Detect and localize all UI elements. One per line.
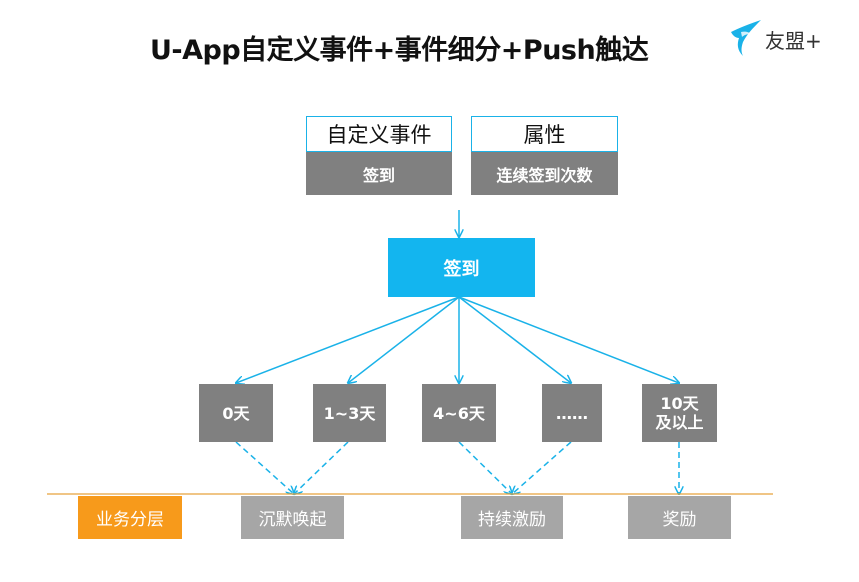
segment-box-2: 4~6天 bbox=[422, 384, 496, 442]
center-node: 签到 bbox=[388, 238, 535, 297]
umeng-swallow-icon bbox=[731, 20, 761, 56]
segment-label: 1~3天 bbox=[323, 403, 376, 423]
segment-label: 4~6天 bbox=[433, 403, 485, 423]
attribute-label-box: 属性 bbox=[471, 116, 618, 152]
layer-label: 业务分层 bbox=[78, 496, 182, 539]
logo-text: 友盟+ bbox=[765, 29, 822, 53]
arrow-to-segment-1 bbox=[348, 296, 460, 383]
arrow-to-segment-4 bbox=[458, 296, 679, 383]
attribute-value-box: 连续签到次数 bbox=[471, 152, 618, 195]
layer-box-0: 沉默唤起 bbox=[241, 496, 344, 539]
logo: 友盟+ bbox=[727, 18, 847, 58]
layer-box-1: 持续激励 bbox=[461, 496, 563, 539]
segment-label-line1: 10天 bbox=[660, 394, 699, 413]
layer-box-2: 奖励 bbox=[628, 496, 731, 539]
segment-box-0: 0天 bbox=[199, 384, 273, 442]
segment-box-3: …… bbox=[542, 384, 602, 442]
dashed-arrow-1 bbox=[294, 441, 349, 494]
segment-box-1: 1~3天 bbox=[313, 384, 386, 442]
event-value-box: 签到 bbox=[306, 152, 452, 195]
segment-label: …… bbox=[556, 403, 588, 423]
dashed-arrow-3 bbox=[512, 441, 572, 494]
arrow-to-segment-0 bbox=[236, 296, 460, 383]
segment-box-4: 10天 及以上 bbox=[642, 384, 717, 442]
event-label-box: 自定义事件 bbox=[306, 116, 452, 152]
page-title: U-App自定义事件+事件细分+Push触达 bbox=[150, 35, 649, 66]
dashed-arrow-2 bbox=[458, 441, 512, 494]
arrow-to-segment-3 bbox=[458, 296, 571, 383]
dashed-arrow-0 bbox=[235, 441, 294, 494]
segment-label-line2: 及以上 bbox=[655, 413, 704, 432]
segment-label: 0天 bbox=[222, 403, 250, 423]
